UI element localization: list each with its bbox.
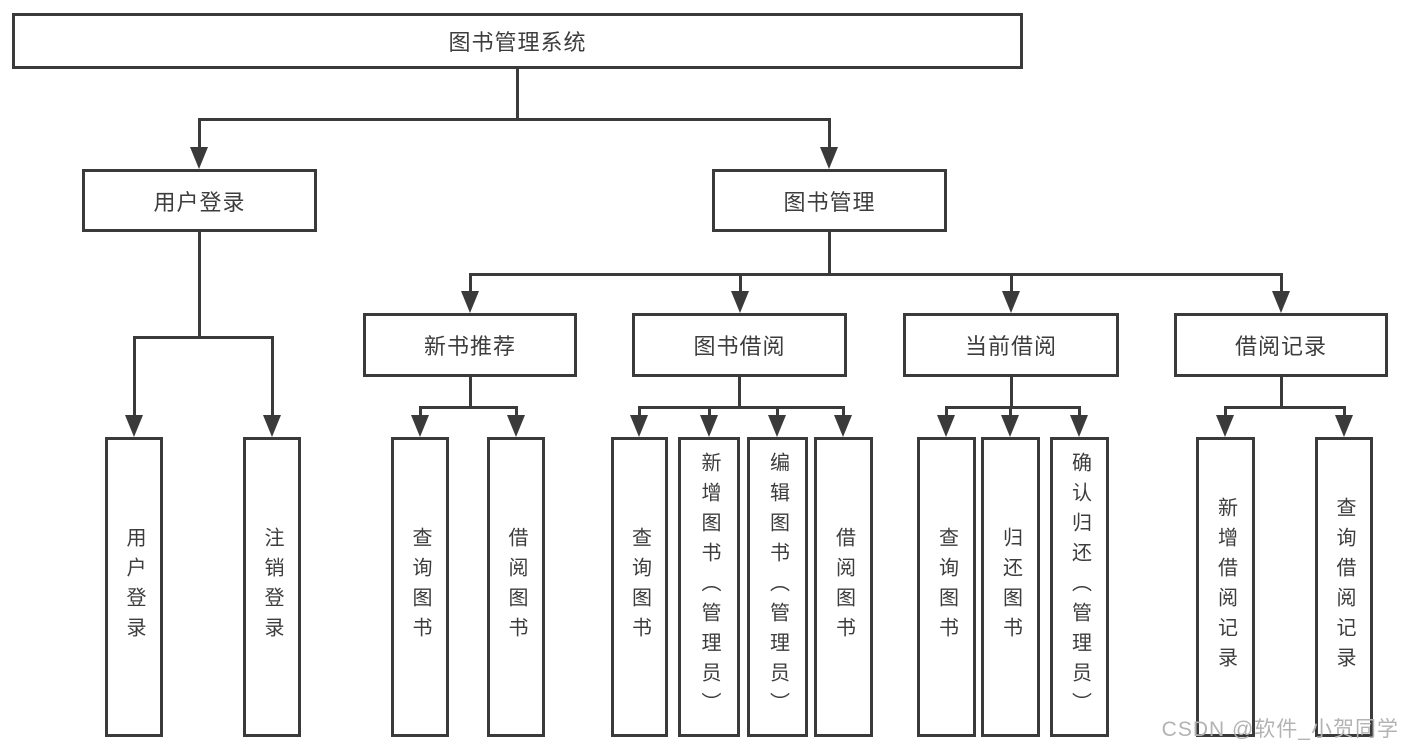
arrowhead-icon bbox=[731, 291, 749, 313]
connector-line bbox=[1078, 406, 1081, 418]
node-label: 用户登录 bbox=[153, 189, 246, 215]
node-borrowing-records: 借阅记录 bbox=[1174, 313, 1388, 377]
node-book-management: 图书管理 bbox=[712, 169, 947, 232]
connector-line bbox=[1280, 273, 1283, 295]
connector-line bbox=[1010, 377, 1013, 408]
connector-line bbox=[1224, 406, 1227, 418]
connector-line bbox=[133, 336, 274, 339]
connector-line bbox=[469, 273, 472, 295]
node-label: 用户登录 bbox=[123, 527, 145, 647]
leaf-borrow-books: 借阅图书 bbox=[487, 437, 545, 737]
arrowhead-icon bbox=[507, 415, 525, 437]
node-label: 编辑图书（管理员） bbox=[766, 452, 789, 722]
leaf-borrow-books: 借阅图书 bbox=[814, 437, 873, 737]
arrowhead-icon bbox=[190, 147, 208, 169]
connector-line bbox=[776, 406, 779, 418]
connector-line bbox=[419, 406, 518, 409]
node-current-borrowing: 当前借阅 bbox=[903, 313, 1119, 377]
node-label: 新书推荐 bbox=[423, 334, 516, 359]
node-label: 新增借阅记录 bbox=[1214, 497, 1237, 677]
connector-line bbox=[469, 377, 472, 408]
leaf-search-books: 查询图书 bbox=[611, 437, 668, 737]
arrowhead-icon bbox=[1335, 415, 1353, 437]
node-label: 借阅记录 bbox=[1234, 334, 1327, 359]
leaf-search-borrow-record: 查询借阅记录 bbox=[1315, 437, 1373, 737]
node-label: 借阅图书 bbox=[505, 527, 527, 647]
node-user-login: 用户登录 bbox=[82, 169, 317, 232]
connector-line bbox=[828, 118, 831, 151]
leaf-confirm-return-admin: 确认归还（管理员） bbox=[1050, 437, 1109, 737]
leaf-user-login: 用户登录 bbox=[105, 437, 163, 737]
node-label: 当前借阅 bbox=[964, 334, 1057, 359]
leaf-search-books: 查询图书 bbox=[917, 437, 976, 737]
leaf-return-books: 归还图书 bbox=[981, 437, 1040, 737]
node-book-borrowing: 图书借阅 bbox=[632, 313, 847, 377]
connector-line bbox=[1280, 377, 1283, 408]
arrowhead-icon bbox=[411, 415, 429, 437]
arrowhead-icon bbox=[700, 415, 718, 437]
node-label: 借阅图书 bbox=[832, 527, 855, 647]
connector-line bbox=[515, 406, 518, 418]
watermark: CSDN @软件_小贺同学 bbox=[1161, 718, 1399, 741]
connector-line bbox=[469, 273, 1282, 276]
node-label: 查询借阅记录 bbox=[1333, 497, 1355, 677]
connector-line bbox=[945, 406, 1081, 409]
connector-line bbox=[133, 336, 136, 417]
arrowhead-icon bbox=[820, 147, 838, 169]
connector-line bbox=[828, 232, 831, 275]
arrowhead-icon bbox=[1002, 291, 1020, 313]
node-label: 图书借阅 bbox=[693, 334, 786, 359]
connector-line bbox=[739, 273, 742, 295]
arrowhead-icon bbox=[834, 415, 852, 437]
node-label: 查询图书 bbox=[935, 527, 958, 647]
connector-line bbox=[1224, 406, 1345, 409]
connector-line bbox=[271, 336, 274, 417]
leaf-logout: 注销登录 bbox=[243, 437, 301, 737]
arrowhead-icon bbox=[1272, 291, 1290, 313]
arrowhead-icon bbox=[263, 415, 281, 437]
arrowhead-icon bbox=[125, 415, 143, 437]
node-label: 查询图书 bbox=[409, 527, 431, 647]
connector-line bbox=[638, 406, 641, 418]
leaf-add-borrow-record: 新增借阅记录 bbox=[1196, 437, 1255, 737]
leaf-search-books: 查询图书 bbox=[391, 437, 449, 737]
node-new-book-recommendation: 新书推荐 bbox=[363, 313, 577, 377]
node-label: 注销登录 bbox=[261, 527, 283, 647]
connector-line bbox=[842, 406, 845, 418]
connector-line bbox=[198, 118, 201, 151]
connector-line bbox=[708, 406, 711, 418]
arrowhead-icon bbox=[461, 291, 479, 313]
connector-line bbox=[198, 232, 201, 339]
node-label: 查询图书 bbox=[628, 527, 651, 647]
node-label: 图书管理系统 bbox=[448, 30, 587, 55]
connector-line bbox=[1010, 273, 1013, 295]
arrowhead-icon bbox=[1216, 415, 1234, 437]
node-label: 确认归还（管理员） bbox=[1068, 452, 1091, 722]
connector-line bbox=[945, 406, 948, 418]
connector-line bbox=[419, 406, 422, 418]
connector-line bbox=[1009, 406, 1012, 418]
arrowhead-icon bbox=[768, 415, 786, 437]
node-label: 图书管理 bbox=[783, 189, 876, 215]
connector-line bbox=[198, 118, 831, 121]
connector-line bbox=[516, 69, 519, 120]
connector-line bbox=[1343, 406, 1346, 418]
leaf-edit-book-admin: 编辑图书（管理员） bbox=[747, 437, 808, 737]
arrowhead-icon bbox=[1070, 415, 1088, 437]
node-label: 归还图书 bbox=[999, 527, 1022, 647]
arrowhead-icon bbox=[937, 415, 955, 437]
node-label: 新增图书（管理员） bbox=[698, 452, 720, 722]
leaf-add-book-admin: 新增图书（管理员） bbox=[678, 437, 740, 737]
node-library-management-system: 图书管理系统 bbox=[12, 13, 1023, 69]
arrowhead-icon bbox=[1001, 415, 1019, 437]
arrowhead-icon bbox=[630, 415, 648, 437]
connector-line bbox=[738, 377, 741, 408]
connector-line bbox=[638, 406, 845, 409]
